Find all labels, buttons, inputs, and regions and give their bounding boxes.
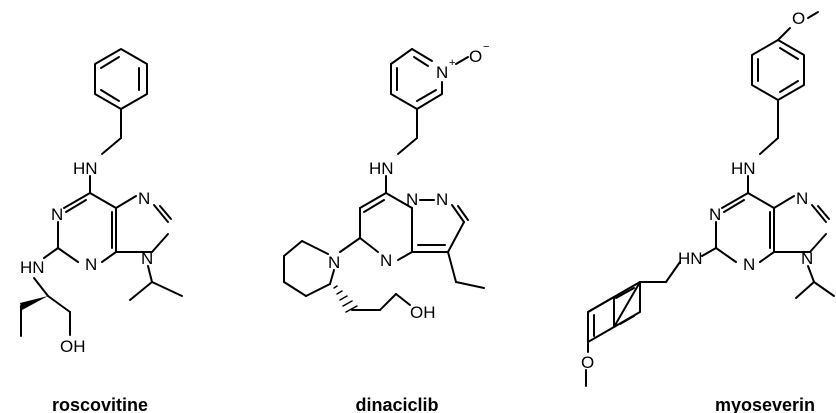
dinaciclib-hn-label: HN xyxy=(369,159,394,178)
roscovitine-n1-label: N xyxy=(51,205,63,224)
roscovitine-wedge-bond xyxy=(20,296,48,310)
dinaciclib-n-oxide-label: N xyxy=(436,63,448,82)
roscovitine-structure: HN N N N N HN OH xyxy=(20,48,183,356)
roscovitine-caption: roscovitine xyxy=(52,395,148,413)
myoseverin-o-bottom-label: O xyxy=(581,353,594,372)
myoseverin-n1-label: N xyxy=(709,205,721,224)
myoseverin-n3-label: N xyxy=(743,255,755,274)
roscovitine-n7-label: N xyxy=(138,189,150,208)
dinaciclib-n-piperidine-label: N xyxy=(328,253,340,272)
dinaciclib-oh-label: OH xyxy=(410,303,436,322)
dinaciclib-n-pyrazole-label: N xyxy=(436,190,448,209)
myoseverin-hn-top-label: HN xyxy=(731,159,756,178)
dinaciclib-structure: N + O − HN N N N N OH xyxy=(283,41,489,322)
roscovitine-hn-side-label: HN xyxy=(20,258,45,277)
roscovitine-nh-top-label: HN xyxy=(73,159,98,178)
dinaciclib-hash-bond xyxy=(333,285,358,313)
dinaciclib-n-bridge-label: N xyxy=(406,190,418,209)
myoseverin-structure: O HN N N N N HN O xyxy=(581,9,835,387)
dinaciclib-caption: dinaciclib xyxy=(355,395,438,413)
myoseverin-n9-label: N xyxy=(801,249,813,268)
myoseverin-hn-side-label: HN xyxy=(678,249,703,268)
dinaciclib-plus-charge: + xyxy=(449,57,455,69)
dinaciclib-o-minus-label: O xyxy=(469,47,482,66)
roscovitine-n3-label: N xyxy=(85,255,97,274)
myoseverin-top-benzene-ring xyxy=(751,39,805,101)
roscovitine-n9-label: N xyxy=(141,249,153,268)
myoseverin-o-top-label: O xyxy=(792,9,805,28)
roscovitine-oh-label: OH xyxy=(60,337,86,356)
myoseverin-n7-label: N xyxy=(796,189,808,208)
dinaciclib-n-ring-label: N xyxy=(380,251,392,270)
myoseverin-caption: myoseverin xyxy=(715,395,815,413)
myoseverin-bottom-benzene-ring xyxy=(587,281,641,343)
dinaciclib-minus-charge: − xyxy=(483,41,489,53)
